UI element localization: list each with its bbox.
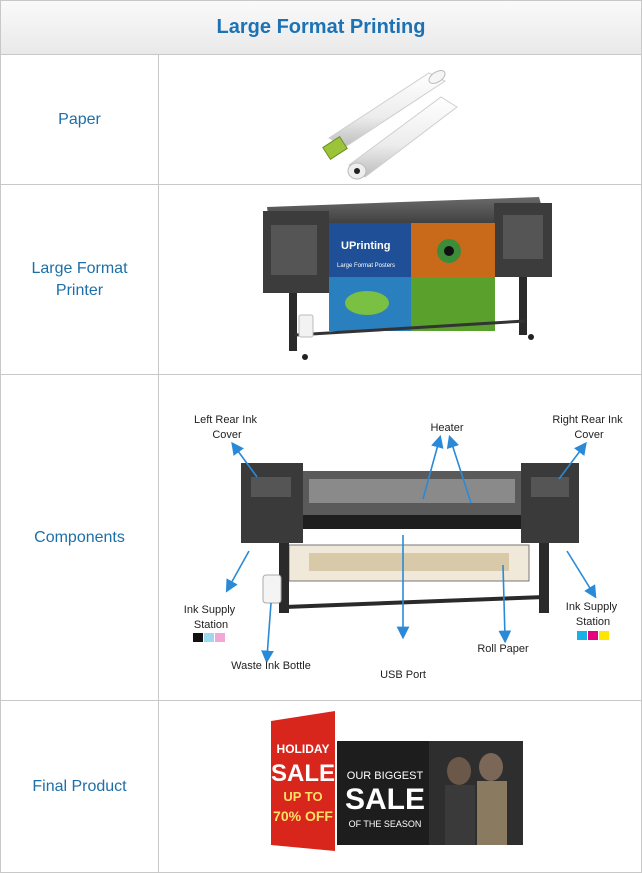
holiday-sale-banner: HOLIDAY SALE UP TO 70% OFF — [271, 711, 335, 851]
callout-left-rear-ink-cover-line2: Cover — [212, 429, 242, 441]
biggest-sale-banner: OUR BIGGEST SALE OF THE SEASON — [337, 741, 523, 845]
row-printer: Large Format Printer — [1, 185, 641, 375]
table-header: Large Format Printing — [1, 1, 641, 55]
banner2-line3: OF THE SEASON — [349, 819, 422, 829]
callout-ink-supply-left-line1: Ink Supply — [184, 604, 236, 616]
label-cell: Final Product — [1, 701, 159, 872]
ink-swatch-left-0 — [193, 633, 203, 642]
callout-ink-supply-right-line1: Ink Supply — [566, 601, 618, 613]
banner1-line2: SALE — [271, 760, 335, 787]
ink-swatches-right — [577, 631, 609, 640]
callout-roll-paper: Roll Paper — [477, 643, 529, 655]
image-cell: HOLIDAY SALE UP TO 70% OFF OUR BIGGEST S… — [159, 701, 641, 872]
callout-ink-supply-left-line2: Station — [194, 619, 228, 631]
printer-components-icon: Left Rear Ink Cover Heater Right Rear In… — [184, 414, 625, 681]
label-cell: Components — [1, 375, 159, 700]
row-final-product: Final Product HOLIDAY SALE UP TO 70% OFF — [1, 701, 641, 872]
printer-icon: UPrinting Large Format Posters — [263, 197, 552, 360]
ink-swatch-left-2 — [215, 633, 225, 642]
callout-usb-port: USB Port — [380, 669, 426, 681]
ink-swatch-right-2 — [599, 631, 609, 640]
callout-right-rear-ink-cover-line2: Cover — [574, 429, 604, 441]
row-label-components: Components — [34, 528, 125, 546]
image-cell: Left Rear Ink Cover Heater Right Rear In… — [159, 375, 641, 700]
banner2-line1: OUR BIGGEST — [347, 770, 424, 782]
ink-swatches-left — [193, 633, 225, 642]
label-cell: Large Format Printer — [1, 185, 159, 374]
callout-right-rear-ink-cover-line1: Right Rear Ink — [552, 414, 623, 426]
callout-ink-supply-right-line2: Station — [576, 616, 610, 628]
banner1-line1: HOLIDAY — [277, 742, 330, 756]
poster-text: Large Format Posters — [337, 263, 395, 269]
callout-heater: Heater — [430, 422, 463, 434]
callout-right-rear-ink-cover: Right Rear Ink Cover — [552, 414, 625, 441]
row-components: Components — [1, 375, 641, 701]
page-title: Large Format Printing — [216, 16, 426, 38]
paper-roll-icon — [322, 70, 458, 180]
image-cell — [159, 55, 641, 184]
banner1-line3: UP TO — [283, 789, 322, 804]
banners-icon: HOLIDAY SALE UP TO 70% OFF OUR BIGGEST S… — [271, 711, 523, 851]
label-cell: Paper — [1, 55, 159, 184]
ink-swatch-left-1 — [204, 633, 214, 642]
callout-ink-supply-right: Ink Supply Station — [566, 601, 620, 628]
callout-ink-supply-left: Ink Supply Station — [184, 604, 238, 631]
row-label-final-product: Final Product — [32, 777, 127, 795]
banner1-line4: 70% OFF — [273, 808, 333, 824]
row-label-printer: Large Format Printer — [31, 259, 128, 299]
banner2-line2: SALE — [345, 783, 425, 816]
ink-swatch-right-0 — [577, 631, 587, 640]
callout-left-rear-ink-cover-line1: Left Rear Ink — [194, 414, 257, 426]
row-label-paper: Paper — [58, 110, 101, 128]
callout-left-rear-ink-cover: Left Rear Ink Cover — [194, 414, 260, 441]
callout-waste-ink-bottle: Waste Ink Bottle — [231, 660, 311, 672]
image-cell: UPrinting Large Format Posters — [159, 185, 641, 374]
ink-swatch-right-1 — [588, 631, 598, 640]
printer-brand: UPrinting — [341, 240, 391, 252]
row-paper: Paper — [1, 55, 641, 185]
